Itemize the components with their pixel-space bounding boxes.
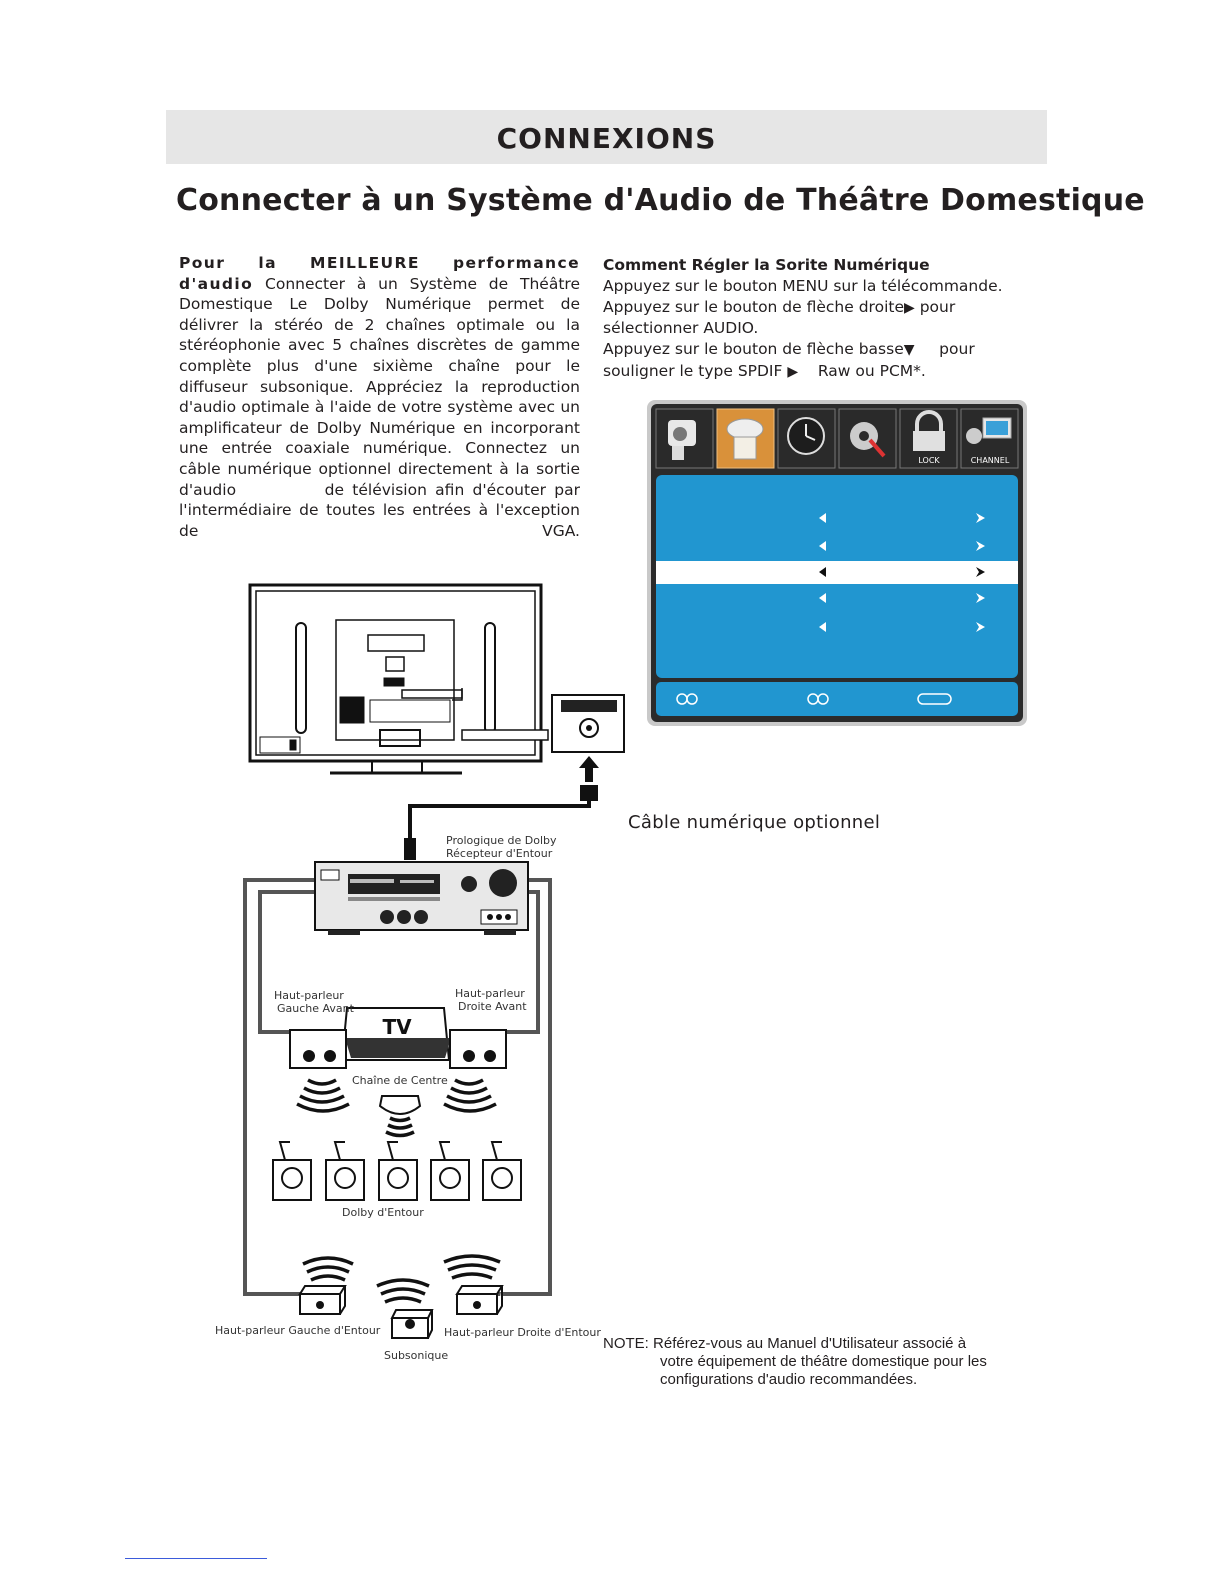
note-line-3: configurations d'audio recommandées. — [660, 1371, 918, 1388]
intro-text: Pour la MEILLEURE performance d'audio Co… — [179, 253, 580, 541]
front-left-label-line-2: Gauche Avant — [277, 1002, 354, 1015]
down-arrow-icon: ▼ — [903, 342, 915, 359]
channel-tab-label: CHANNEL — [971, 456, 1010, 465]
receiver-label-line-2: Récepteur d'Entour — [446, 847, 553, 860]
front-right-label-line-1: Haut-parleur — [455, 987, 525, 1000]
menu-tab-channel[interactable]: CHANNEL — [960, 408, 1019, 469]
step-2-text: Appuyez sur le bouton de flèche droite — [603, 297, 904, 316]
intro-body-end: de télévision afin d'écouter par l'inter… — [179, 480, 580, 540]
center-label: Chaîne de Centre — [352, 1074, 448, 1087]
note-prefix: NOTE: — [603, 1335, 649, 1352]
right-arrow-icon: ▶ — [904, 299, 915, 316]
menu-highlight-row[interactable] — [656, 561, 1018, 584]
section-title: CONNEXIONS — [496, 122, 717, 155]
front-left-speaker — [289, 1029, 347, 1069]
step-3-text: Appuyez sur le bouton de flèche basse — [603, 340, 904, 359]
cable-label: Câble numérique optionnel — [628, 812, 881, 833]
menu-selected-arrows — [819, 567, 985, 577]
page-title: Connecter à un Système d'Audio de Théâtr… — [176, 183, 1145, 218]
sound-waves — [296, 1078, 501, 1304]
coaxial-output-port — [551, 694, 625, 753]
receiver-label: Prologique de Dolby Récepteur d'Entour — [446, 834, 557, 860]
menu-tab-time[interactable] — [777, 408, 836, 469]
front-left-label-line-1: Haut-parleur — [274, 989, 344, 1002]
menu-footer-icons — [676, 693, 952, 705]
menu-tab-setup[interactable] — [838, 408, 897, 469]
tv-menu-screenshot: LOCK CHANNEL — [647, 400, 1027, 726]
listeners — [272, 1141, 522, 1201]
step-3-text-mid: pour souligner le type SPDIF — [603, 340, 975, 380]
front-right-speaker — [449, 1029, 507, 1069]
instruction-step-1: Appuyez sur le bouton MENU sur la téléco… — [603, 276, 1003, 295]
rear-left-label: Haut-parleur Gauche d'Entour — [215, 1324, 381, 1337]
note-line-1: Référez-vous au Manuel d'Utilisateur ass… — [653, 1335, 967, 1352]
instruction-step-3: Appuyez sur le bouton de flèche basse▼ p… — [603, 339, 1033, 383]
subwoofer — [390, 1309, 434, 1339]
rear-left-speaker — [298, 1285, 347, 1315]
subwoofer-label: Subsonique — [384, 1349, 449, 1362]
note-line-2: votre équipement de théâtre domestique p… — [660, 1353, 987, 1370]
center-speaker — [378, 1095, 422, 1115]
front-right-label-line-2: Droite Avant — [458, 1000, 527, 1013]
menu-tab-picture[interactable] — [655, 408, 714, 469]
menu-footer — [656, 682, 1018, 716]
surround-receiver — [314, 861, 529, 935]
instruction-step-2: Appuyez sur le bouton de flèche droite▶ … — [603, 297, 1033, 340]
rear-right-speaker — [455, 1285, 504, 1315]
step-2-text-end: pour sélectionner AUDIO. — [603, 297, 956, 338]
instructions-heading: Comment Régler la Sorite Numérique — [603, 256, 930, 274]
front-left-label: Haut-parleur Gauche Avant — [274, 989, 354, 1015]
lock-tab-label: LOCK — [918, 456, 940, 465]
receiver-label-line-1: Prologique de Dolby — [446, 834, 557, 847]
menu-row-arrows — [819, 513, 985, 632]
intro-heading: Pour la MEILLEURE performance d'audio — [179, 254, 580, 293]
front-right-label: Haut-parleur Droite Avant — [455, 987, 527, 1013]
note: NOTE: Référez-vous au Manuel d'Utilisate… — [603, 1335, 1043, 1389]
tv-front-illustration: TV — [340, 1007, 451, 1061]
menu-tab-lock[interactable]: LOCK — [899, 408, 958, 469]
surround-label: Dolby d'Entour — [342, 1206, 424, 1219]
header-band — [166, 110, 1047, 164]
intro-body: Connecter à un Système de Théâtre Domest… — [179, 274, 580, 499]
step-3-text-end: Raw ou PCM*. — [817, 361, 926, 380]
rear-right-label: Haut-parleur Droite d'Entour — [444, 1326, 601, 1339]
tv-back-illustration — [248, 583, 549, 775]
right-arrow-icon: ▶ — [787, 363, 799, 380]
footer-rule — [125, 1558, 267, 1559]
menu-tab-audio[interactable] — [716, 408, 775, 469]
tv-label: TV — [382, 1015, 412, 1039]
digital-cable — [404, 756, 599, 860]
speaker-wires — [243, 878, 552, 1296]
instructions: Comment Régler la Sorite Numérique Appuy… — [603, 255, 1033, 383]
